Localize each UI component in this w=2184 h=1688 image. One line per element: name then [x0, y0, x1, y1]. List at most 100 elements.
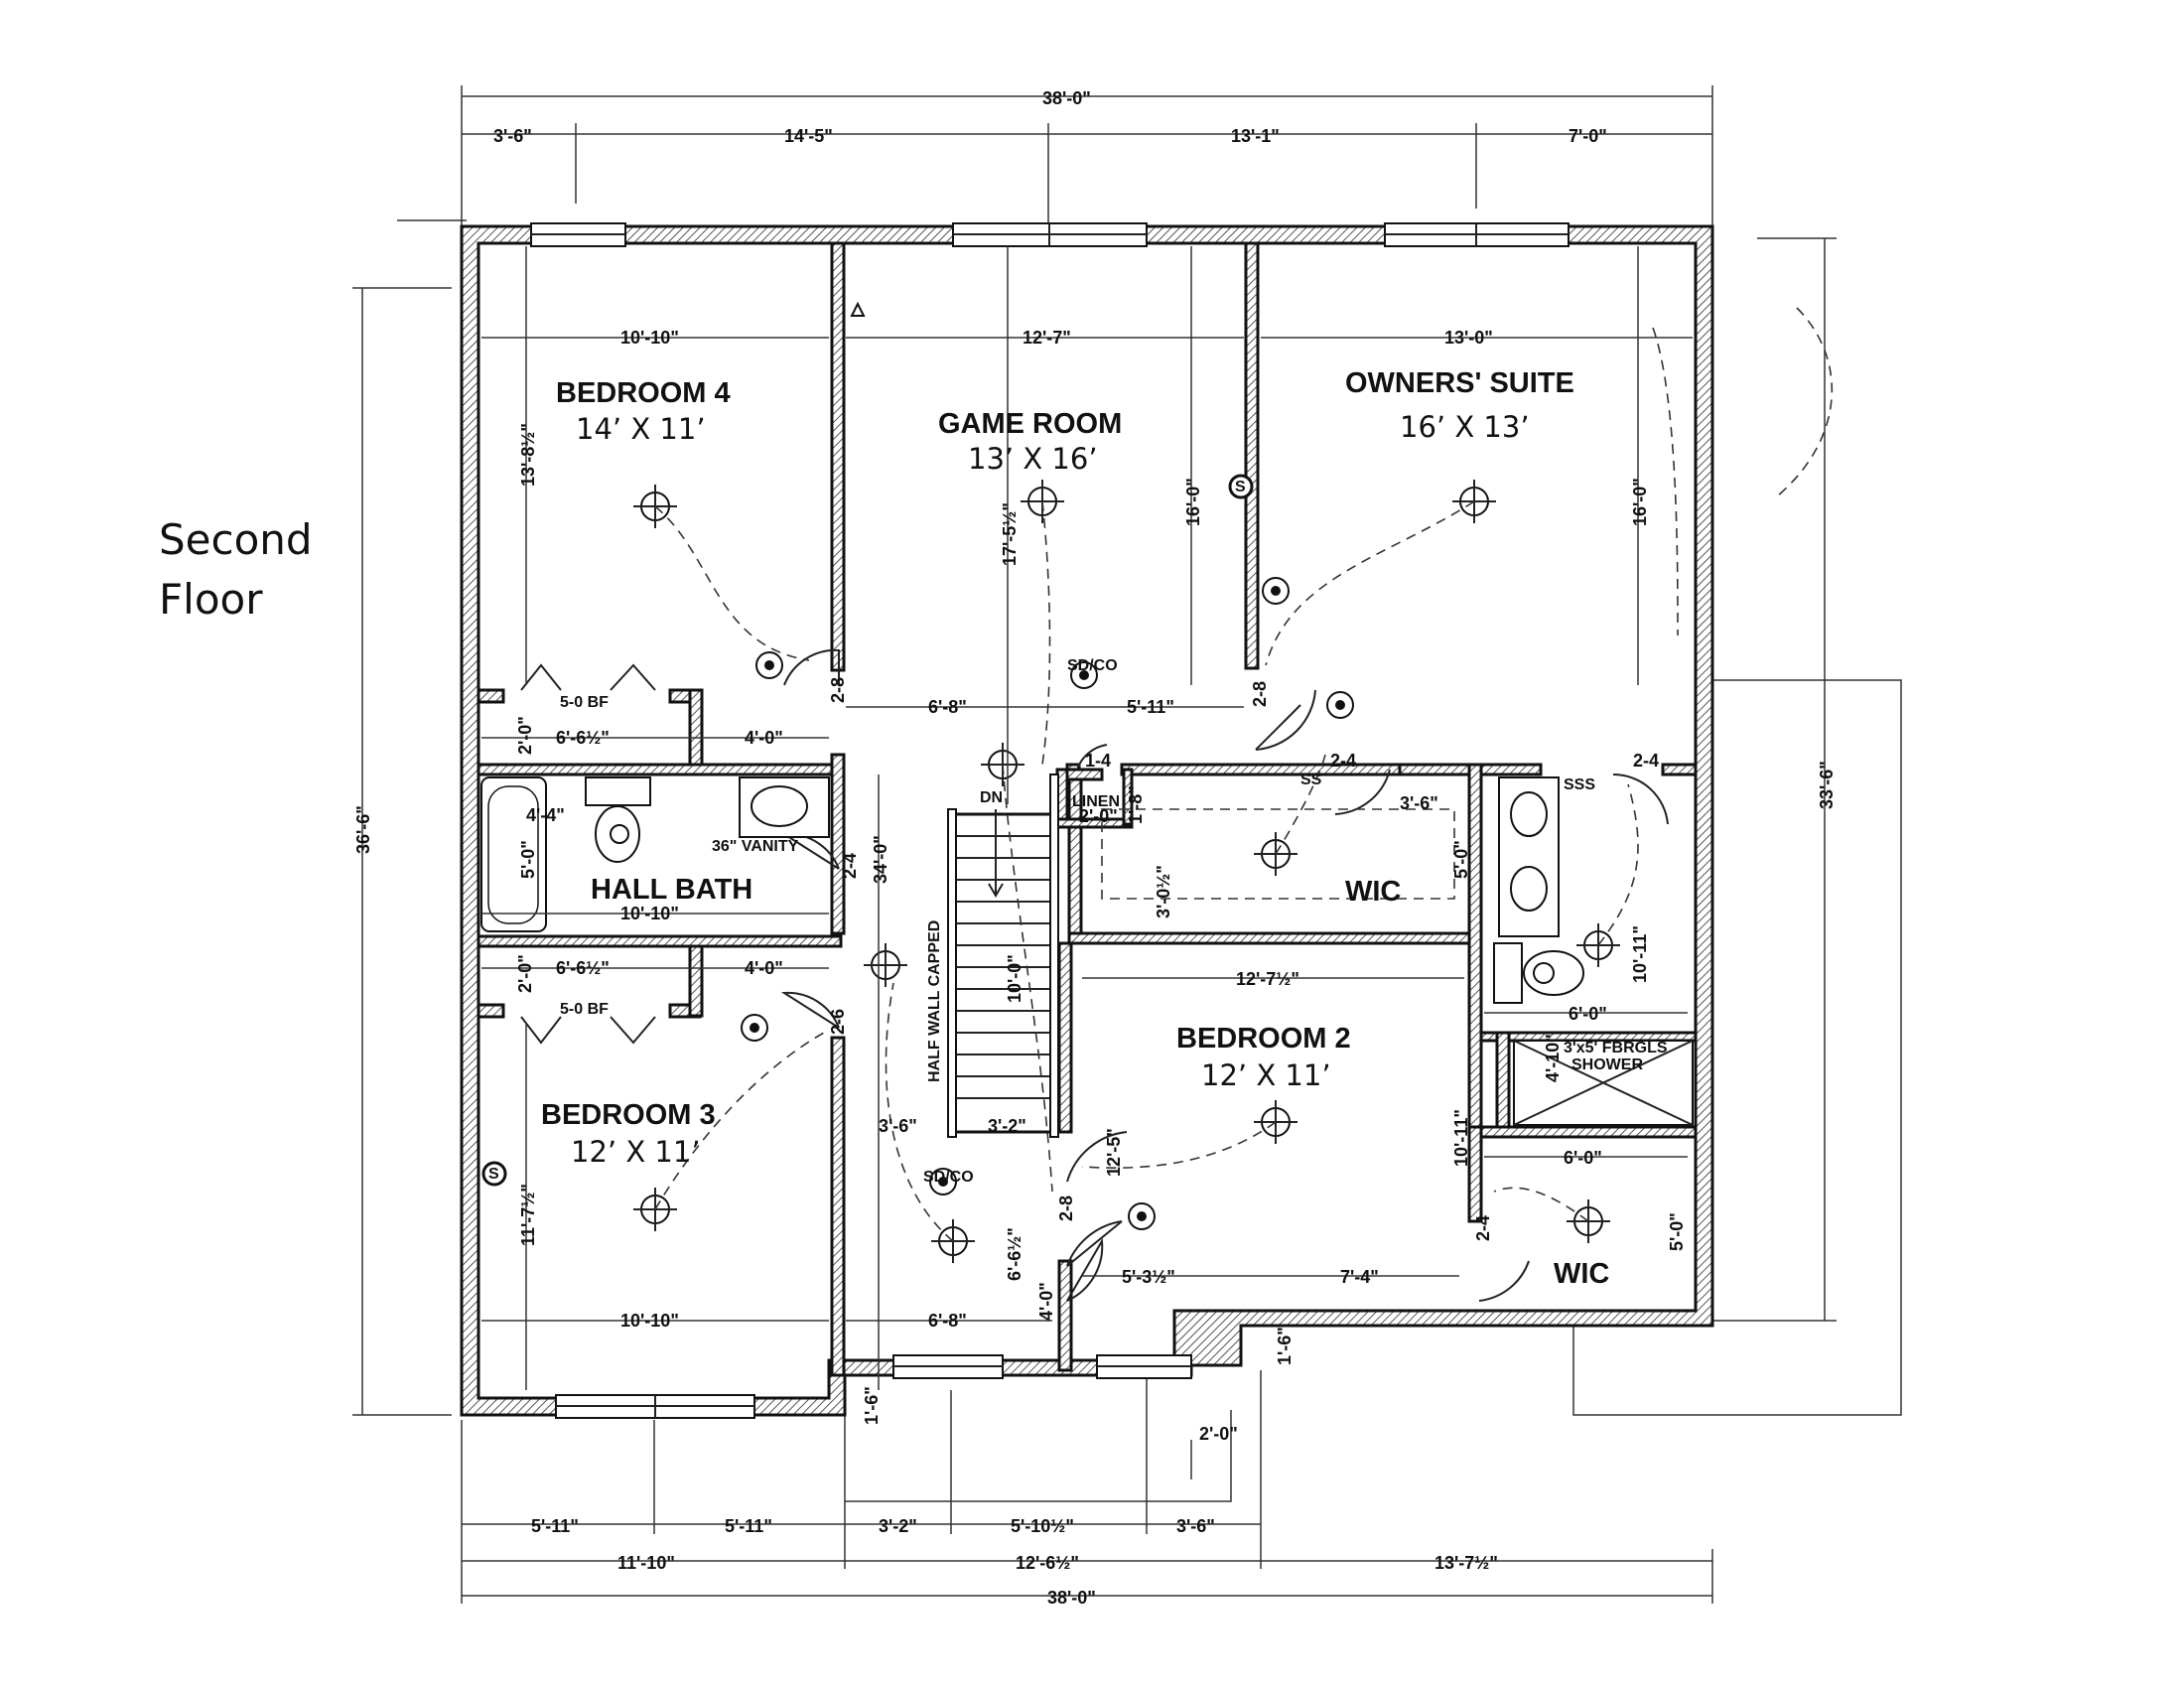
dim-wic-5-0: 5'-0"	[1451, 840, 1471, 879]
dim-top-3: 13'-1"	[1231, 126, 1280, 146]
dim-bump-1-6-l: 1'-6"	[862, 1386, 882, 1425]
dim-linen-1-4: 1-4	[1085, 751, 1111, 771]
dim-owner-width: 13'-0"	[1444, 328, 1493, 348]
floor-label-line2: Floor	[159, 575, 263, 624]
dim-hb-10-10: 10'-10"	[620, 904, 679, 923]
room-owners-size: 16’ X 13’	[1400, 410, 1530, 444]
room-wic-owner-name: WIC	[1345, 876, 1401, 908]
dim-bot-b1: 11'-10"	[617, 1553, 675, 1573]
dim-game-height: 17'-5½"	[1000, 502, 1020, 566]
dim-wic2-door: 2-4	[1473, 1215, 1493, 1241]
room-owners-name: OWNERS' SUITE	[1345, 367, 1574, 399]
dim-game-right: 16'-0"	[1183, 478, 1203, 526]
label-dn: DN	[980, 789, 1003, 806]
detector-icons: S S	[481, 301, 1254, 1187]
dim-linen-2-0: 2'-0"	[1079, 806, 1118, 826]
dim-door-2-8-b: 2-8	[1250, 681, 1270, 707]
staircase	[947, 774, 1059, 1138]
dim-wic2-6-0: 6'-0"	[1564, 1148, 1602, 1168]
dim-door-2-4-wic: 2-4	[1330, 751, 1356, 771]
dim-bot-a5: 3'-6"	[1176, 1516, 1215, 1536]
interior-walls	[477, 241, 1698, 1377]
dim-hb-4-4: 4'-4"	[526, 805, 565, 825]
dim-owner-height: 16'-0"	[1630, 478, 1650, 526]
dim-bath-10-11: 10'-11"	[1630, 925, 1650, 983]
dim-b4-height: 13'-8½"	[518, 423, 538, 487]
interior-dimension-texts: 10'-10" 13'-8½" 12'-7" 17'-5½" 16'-0" 13…	[515, 328, 1687, 1425]
windows	[530, 222, 1570, 1419]
top-dimensions: 38'-0" 3'-6" 14'-5" 13'-1" 7'-0"	[397, 85, 1713, 238]
dim-bump-2-0: 2'-0"	[1199, 1424, 1238, 1444]
dim-closet-d-top: 2'-0"	[515, 716, 535, 755]
dim-b3-width: 10'-10"	[620, 1311, 679, 1331]
dim-left-overall: 36'-6"	[353, 805, 373, 854]
label-ss: SS	[1300, 772, 1322, 788]
dim-door-4-0-bot: 4'-0"	[745, 958, 783, 978]
dim-b4-width: 10'-10"	[620, 328, 679, 348]
dim-bot-a4: 5'-10½"	[1011, 1516, 1074, 1536]
label-half-wall: HALF WALL CAPPED	[926, 920, 943, 1082]
dim-hb-5-0: 5'-0"	[518, 840, 538, 879]
dim-bot-b2: 12'-6½"	[1016, 1553, 1079, 1573]
room-bedroom2-name: BEDROOM 2	[1176, 1023, 1351, 1055]
label-bf-top: 5-0 BF	[560, 694, 609, 711]
shower-line2: SHOWER	[1571, 1056, 1643, 1073]
bottom-dimensions: 5'-11" 5'-11" 3'-2" 5'-10½" 3'-6" 11'-10…	[461, 1370, 1713, 1608]
bath-fixtures	[480, 776, 1694, 1126]
label-bf-bottom: 5-0 BF	[560, 1001, 609, 1018]
dim-b3-height: 11'-7½"	[518, 1184, 538, 1246]
label-vanity: 36" VANITY	[712, 838, 799, 855]
dim-right-overall: 33'-6"	[1817, 761, 1837, 809]
dim-bump-1-6-r: 1'-6"	[1275, 1327, 1295, 1365]
room-bedroom4-name: BEDROOM 4	[556, 377, 731, 409]
side-dimensions: 36'-6" 33'-6"	[352, 237, 1902, 1416]
dim-stair-3-2: 3'-2"	[988, 1116, 1026, 1136]
dim-game-width: 12'-7"	[1023, 328, 1071, 348]
dim-bot-a1: 5'-11"	[531, 1516, 579, 1536]
dim-wic2-5-0: 5'-0"	[1667, 1212, 1687, 1251]
dim-stair-34-0: 34'-0"	[871, 835, 890, 884]
switch-wiring	[654, 307, 1834, 1242]
room-game-size: 13’ X 16’	[968, 442, 1098, 476]
room-bedroom2-size: 12’ X 11’	[1201, 1058, 1331, 1092]
door-swings	[520, 648, 1669, 1302]
room-hall-bath-name: HALL BATH	[591, 874, 752, 906]
floor-label-line1: Second	[159, 515, 313, 564]
dim-bath-4-10: 4'-10"	[1543, 1034, 1563, 1082]
dim-overall-bottom: 38'-0"	[1047, 1588, 1096, 1608]
room-game-name: GAME ROOM	[938, 408, 1122, 440]
dim-overall-top: 38'-0"	[1042, 88, 1091, 108]
dim-b2-height-r: 10'-11"	[1451, 1109, 1471, 1167]
dim-bot-a3: 3'-2"	[879, 1516, 917, 1536]
dim-stair-10-0: 10'-0"	[1005, 954, 1024, 1003]
label-sd-co-bottom: SD/CO	[923, 1169, 974, 1186]
label-sd-co-top: SD/CO	[1067, 657, 1118, 674]
label-sss: SSS	[1564, 776, 1595, 793]
dim-wic-3-6: 3'-6"	[1400, 793, 1438, 813]
dim-hall-6-8: 6'-8"	[928, 697, 967, 717]
dim-door-2-6: 2-6	[828, 1009, 848, 1035]
dim-hb-door-2-4: 2-4	[840, 853, 860, 879]
shower-line1: 3'x5' FBRGLS	[1564, 1040, 1668, 1056]
dim-b2-width: 12'-7½"	[1236, 969, 1299, 989]
dim-hall-6-6: 6'-6½"	[1005, 1227, 1024, 1281]
room-bedroom3-name: BEDROOM 3	[541, 1099, 716, 1131]
dim-b2-5-3: 5'-3½"	[1122, 1267, 1175, 1287]
dim-hall-6-8-b: 6'-8"	[928, 1311, 967, 1331]
dim-door-2-8-a: 2-8	[828, 677, 848, 703]
room-linen-name: LINEN	[1072, 793, 1120, 810]
dim-top-4: 7'-0"	[1569, 126, 1607, 146]
dim-bot-b3: 13'-7½"	[1434, 1553, 1498, 1573]
dim-b2-door-2-8: 2-8	[1056, 1196, 1076, 1221]
dim-top-2: 14'-5"	[784, 126, 833, 146]
dim-closet-w-bot: 6'-6½"	[556, 958, 610, 978]
dim-bath-6-0: 6'-0"	[1569, 1004, 1607, 1024]
dim-door-2-4-bath: 2-4	[1633, 751, 1659, 771]
dim-stair-3-6: 3'-6"	[879, 1116, 917, 1136]
dim-hall-4-0: 4'-0"	[1036, 1282, 1056, 1321]
dim-closet-w-top: 6'-6½"	[556, 728, 610, 748]
svg-text:S: S	[488, 1166, 499, 1183]
dim-b2-7-4: 7'-4"	[1340, 1267, 1379, 1287]
dim-closet-d-bot: 2'-0"	[515, 954, 535, 993]
